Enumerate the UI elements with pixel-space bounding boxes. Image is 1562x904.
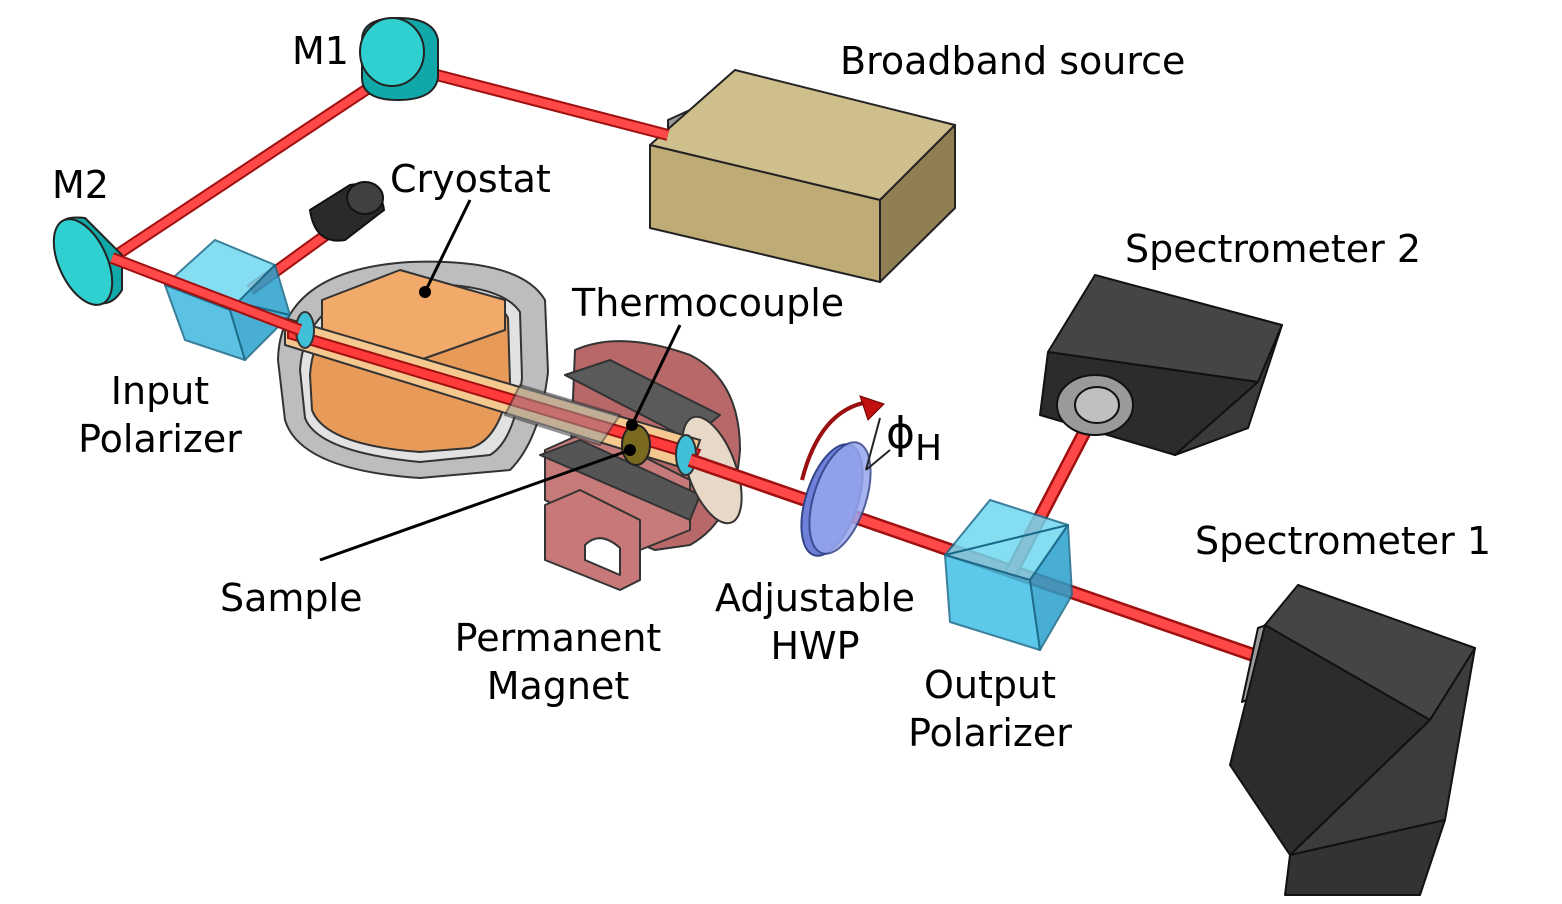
label-thermocouple: Thermocouple <box>572 281 845 325</box>
label-spectrometer-1: Spectrometer 1 <box>1195 519 1492 563</box>
label-permanent-magnet: Permanent Magnet <box>440 615 676 710</box>
beam-input <box>109 252 303 336</box>
label-m2: M2 <box>52 163 109 207</box>
label-m1: M1 <box>292 29 349 73</box>
label-input-polarizer-line1: Input <box>110 369 210 413</box>
broadband-source <box>649 69 956 283</box>
mirror-m2 <box>52 216 123 306</box>
label-output-polarizer: Output Polarizer <box>895 662 1085 757</box>
label-sample: Sample <box>220 576 363 620</box>
phi-subscript: H <box>915 428 943 469</box>
half-wave-plate <box>800 441 872 557</box>
rotation-arrow-icon <box>800 395 891 481</box>
cryostat-leader <box>423 199 472 293</box>
sample-leader <box>319 448 631 562</box>
spectrometer-2 <box>1039 274 1283 456</box>
output-polarizer <box>944 499 1073 651</box>
label-broadband-source: Broadband source <box>840 39 1186 83</box>
label-permanent-magnet-line1: Permanent <box>454 616 662 660</box>
label-hwp-line2: HWP <box>770 623 860 668</box>
thermocouple-dot <box>626 419 638 431</box>
leader-lines <box>319 199 682 562</box>
label-permanent-magnet-line2: Magnet <box>486 663 630 708</box>
beam-upper-path <box>108 60 670 264</box>
label-output-polarizer-line1: Output <box>924 663 1056 707</box>
sample-tube <box>284 311 702 476</box>
spectrometer-1 <box>1229 584 1476 896</box>
phi-symbol: ϕ <box>886 408 916 459</box>
mirror-m1 <box>359 16 439 102</box>
thermocouple-leader <box>630 324 682 426</box>
label-adjustable-hwp: Adjustable HWP <box>700 575 930 670</box>
sample-dot <box>624 444 636 456</box>
label-input-polarizer: Input Polarizer <box>60 368 260 463</box>
label-input-polarizer-line2: Polarizer <box>78 416 242 461</box>
label-phi-h: ϕH <box>886 408 942 469</box>
label-cryostat: Cryostat <box>390 157 551 201</box>
label-hwp-line1: Adjustable <box>714 576 916 620</box>
label-spectrometer-2: Spectrometer 2 <box>1125 227 1422 271</box>
label-output-polarizer-line2: Polarizer <box>908 710 1072 755</box>
cryostat-dot <box>419 286 431 298</box>
